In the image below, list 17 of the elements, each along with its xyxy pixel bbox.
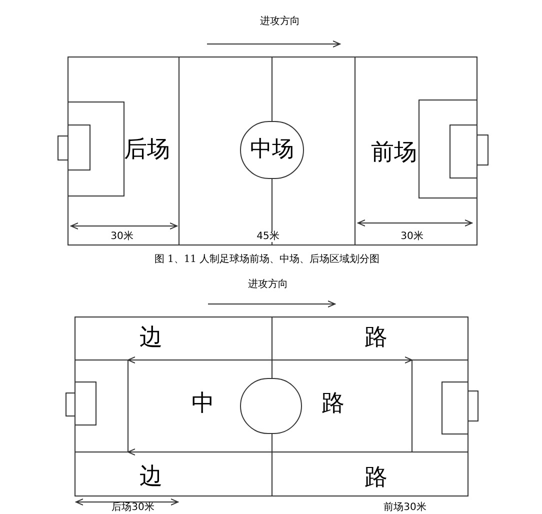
dimension-label: 30米 <box>110 232 134 242</box>
direction-label: 进攻方向 <box>260 17 300 27</box>
zone-label: 中 <box>192 392 214 416</box>
zone-label: 路 <box>364 466 388 490</box>
direction-label: 进攻方向 <box>248 280 288 290</box>
dimension-label: 前场30米 <box>384 503 426 513</box>
dimension-label: 30米 <box>400 232 424 242</box>
zone-label: 前场 <box>371 142 417 164</box>
zone-label: 边 <box>140 466 162 488</box>
figure-caption: 图 1、11 人制足球场前场、中场、后场区域划分图 <box>154 255 380 265</box>
zone-label: 后场 <box>124 138 170 162</box>
zone-label: 边 <box>140 326 162 350</box>
dimension-label: 45米 <box>256 232 280 242</box>
zone-label: 中场 <box>250 139 294 161</box>
zone-label: 路 <box>364 326 388 350</box>
zone-label: 路 <box>322 392 344 416</box>
dimension-label: 后场30米 <box>112 503 154 513</box>
